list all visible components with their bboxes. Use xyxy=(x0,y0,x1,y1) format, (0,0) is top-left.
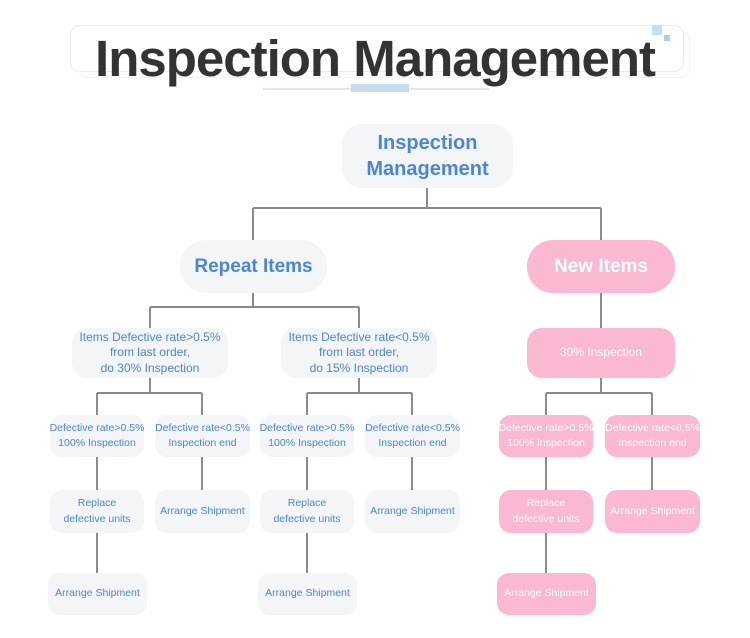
node-label: Replace defective units xyxy=(273,497,341,525)
node-repeat-high-ship-final[interactable]: Arrange Shipment xyxy=(48,573,147,615)
node-repeat-low-defect-high[interactable]: Defective rate>0.5% 100% Inspection xyxy=(260,415,354,457)
node-repeat-low-rate-label: Items Defective rate<0.5% from last orde… xyxy=(288,329,430,375)
node-new-items[interactable]: New Items xyxy=(527,240,675,293)
accent-square-icon xyxy=(652,25,662,35)
node-repeat-high-ship[interactable]: Arrange Shipment xyxy=(155,490,250,533)
node-label: Replace defective units xyxy=(63,497,131,525)
node-repeat-low-rate[interactable]: Items Defective rate<0.5% from last orde… xyxy=(281,328,437,378)
title-underline-accent xyxy=(351,84,409,92)
node-repeat-low-defect-low[interactable]: Defective rate<0.5% Inspection end xyxy=(365,415,460,457)
node-repeat-low-replace[interactable]: Replace defective units xyxy=(260,490,354,533)
node-label: Arrange Shipment xyxy=(610,504,695,517)
node-new-defect-high[interactable]: Defective rate>0.5% 100% Inspection xyxy=(499,415,593,457)
node-new-30-inspection[interactable]: 30% Inspection xyxy=(527,328,675,378)
node-repeat-low-ship[interactable]: Arrange Shipment xyxy=(365,490,460,533)
node-label: Defective rate>0.5% 100% Inspection xyxy=(498,421,594,449)
node-root[interactable]: Inspection Management xyxy=(342,124,513,188)
node-label: Arrange Shipment xyxy=(504,587,589,600)
node-root-label: Inspection Management xyxy=(366,132,489,180)
node-repeat-high-replace[interactable]: Replace defective units xyxy=(50,490,144,533)
node-label: Defective rate<0.5% Inspection end xyxy=(365,421,460,449)
node-new-ship-final[interactable]: Arrange Shipment xyxy=(497,573,596,615)
accent-square-small-icon xyxy=(664,35,670,41)
node-new-30-inspection-label: 30% Inspection xyxy=(559,345,643,360)
node-label: Defective rate<0.5% Inspection end xyxy=(155,421,250,449)
node-label: Defective rate>0.5% 100% Inspection xyxy=(49,421,145,449)
node-new-defect-low[interactable]: Defective rate<0.5% Inspection end xyxy=(605,415,700,457)
node-repeat-items[interactable]: Repeat Items xyxy=(180,240,327,293)
node-repeat-low-ship-final[interactable]: Arrange Shipment xyxy=(258,573,357,615)
node-label: Arrange Shipment xyxy=(370,504,455,517)
node-new-ship[interactable]: Arrange Shipment xyxy=(605,490,700,533)
node-repeat-high-rate-label: Items Defective rate>0.5% from last orde… xyxy=(79,329,221,375)
node-repeat-high-defect-high[interactable]: Defective rate>0.5% 100% Inspection xyxy=(50,415,144,457)
node-label: Arrange Shipment xyxy=(160,504,245,517)
node-label: Replace defective units xyxy=(512,497,580,525)
node-new-items-label: New Items xyxy=(554,255,648,277)
node-new-replace[interactable]: Replace defective units xyxy=(499,490,593,533)
node-label: Defective rate>0.5% 100% Inspection xyxy=(259,421,355,449)
page-title: Inspection Management xyxy=(95,30,656,87)
node-label: Defective rate<0.5% Inspection end xyxy=(605,421,700,449)
node-repeat-high-defect-low[interactable]: Defective rate<0.5% Inspection end xyxy=(155,415,250,457)
node-repeat-high-rate[interactable]: Items Defective rate>0.5% from last orde… xyxy=(72,328,228,378)
node-label: Arrange Shipment xyxy=(265,587,350,600)
node-label: Arrange Shipment xyxy=(55,587,140,600)
node-repeat-items-label: Repeat Items xyxy=(194,255,313,277)
title-card xyxy=(70,25,684,72)
